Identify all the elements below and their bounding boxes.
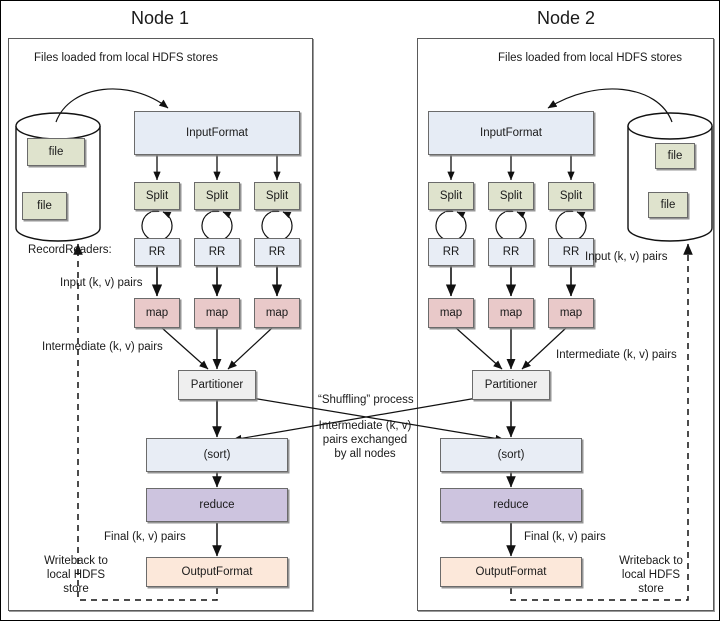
node-2-frame	[417, 38, 714, 611]
node-2-title: Node 2	[536, 8, 596, 28]
node-1-file-2: file	[22, 192, 67, 220]
node-1-title: Node 1	[130, 8, 190, 28]
node-2-file-1: file	[655, 143, 695, 169]
node-2-outputformat[interactable]: OutputFormat	[440, 557, 582, 587]
node-1-split-1[interactable]: Split	[134, 182, 180, 210]
node-1-inputformat[interactable]: InputFormat	[134, 111, 300, 155]
node-1-input-pairs-label: Input (k, v) pairs	[60, 277, 143, 289]
node-1-load-label: Files loaded from local HDFS stores	[34, 52, 219, 64]
node-2-final-pairs-label: Final (k, v) pairs	[524, 531, 606, 543]
node-1-sort[interactable]: (sort)	[146, 438, 288, 472]
node-1-map-3[interactable]: map	[254, 298, 300, 328]
node-2-inputformat[interactable]: InputFormat	[428, 111, 594, 155]
node-2-map-2[interactable]: map	[488, 298, 534, 328]
node-1-reduce[interactable]: reduce	[146, 488, 288, 522]
node-1-split-3[interactable]: Split	[254, 182, 300, 210]
node-1-map-1[interactable]: map	[134, 298, 180, 328]
node-1-recordreader-2[interactable]: RR	[194, 238, 240, 266]
node-1-outputformat[interactable]: OutputFormat	[146, 557, 288, 587]
node-1-final-pairs-label: Final (k, v) pairs	[104, 531, 186, 543]
node-2-split-3[interactable]: Split	[548, 182, 594, 210]
node-2-sort[interactable]: (sort)	[440, 438, 582, 472]
node-1-recordreader-3[interactable]: RR	[254, 238, 300, 266]
node-2-partitioner[interactable]: Partitioner	[472, 370, 550, 400]
node-1-frame	[8, 38, 313, 611]
node-2-input-pairs-label: Input (k, v) pairs	[585, 251, 668, 263]
node-1-recordreader-1[interactable]: RR	[134, 238, 180, 266]
node-1-partitioner[interactable]: Partitioner	[178, 370, 256, 400]
node-1-map-2[interactable]: map	[194, 298, 240, 328]
node-2-split-1[interactable]: Split	[428, 182, 474, 210]
node-1-split-2[interactable]: Split	[194, 182, 240, 210]
node-2-map-3[interactable]: map	[548, 298, 594, 328]
shuffle-title: “Shuffling” process	[318, 394, 414, 406]
node-2-reduce[interactable]: reduce	[440, 488, 582, 522]
node-2-recordreader-2[interactable]: RR	[488, 238, 534, 266]
node-2-intermediate-pairs-label: Intermediate (k, v) pairs	[556, 349, 677, 361]
node-1-intermediate-pairs-label: Intermediate (k, v) pairs	[42, 341, 163, 353]
node-2-file-2: file	[648, 192, 688, 218]
node-1-file-1: file	[27, 138, 85, 166]
node-2-split-2[interactable]: Split	[488, 182, 534, 210]
node-2-map-1[interactable]: map	[428, 298, 474, 328]
node-2-load-label: Files loaded from local HDFS stores	[498, 52, 683, 64]
node-2-recordreader-3[interactable]: RR	[548, 238, 594, 266]
node-2-recordreader-1[interactable]: RR	[428, 238, 474, 266]
shuffle-desc-line-1: Intermediate (k, v)	[318, 420, 412, 432]
shuffle-desc-line-2: pairs exchanged	[322, 434, 408, 446]
shuffle-desc-line-3: by all nodes	[334, 448, 396, 460]
node-1-recordreaders-label: RecordReaders:	[28, 244, 112, 256]
